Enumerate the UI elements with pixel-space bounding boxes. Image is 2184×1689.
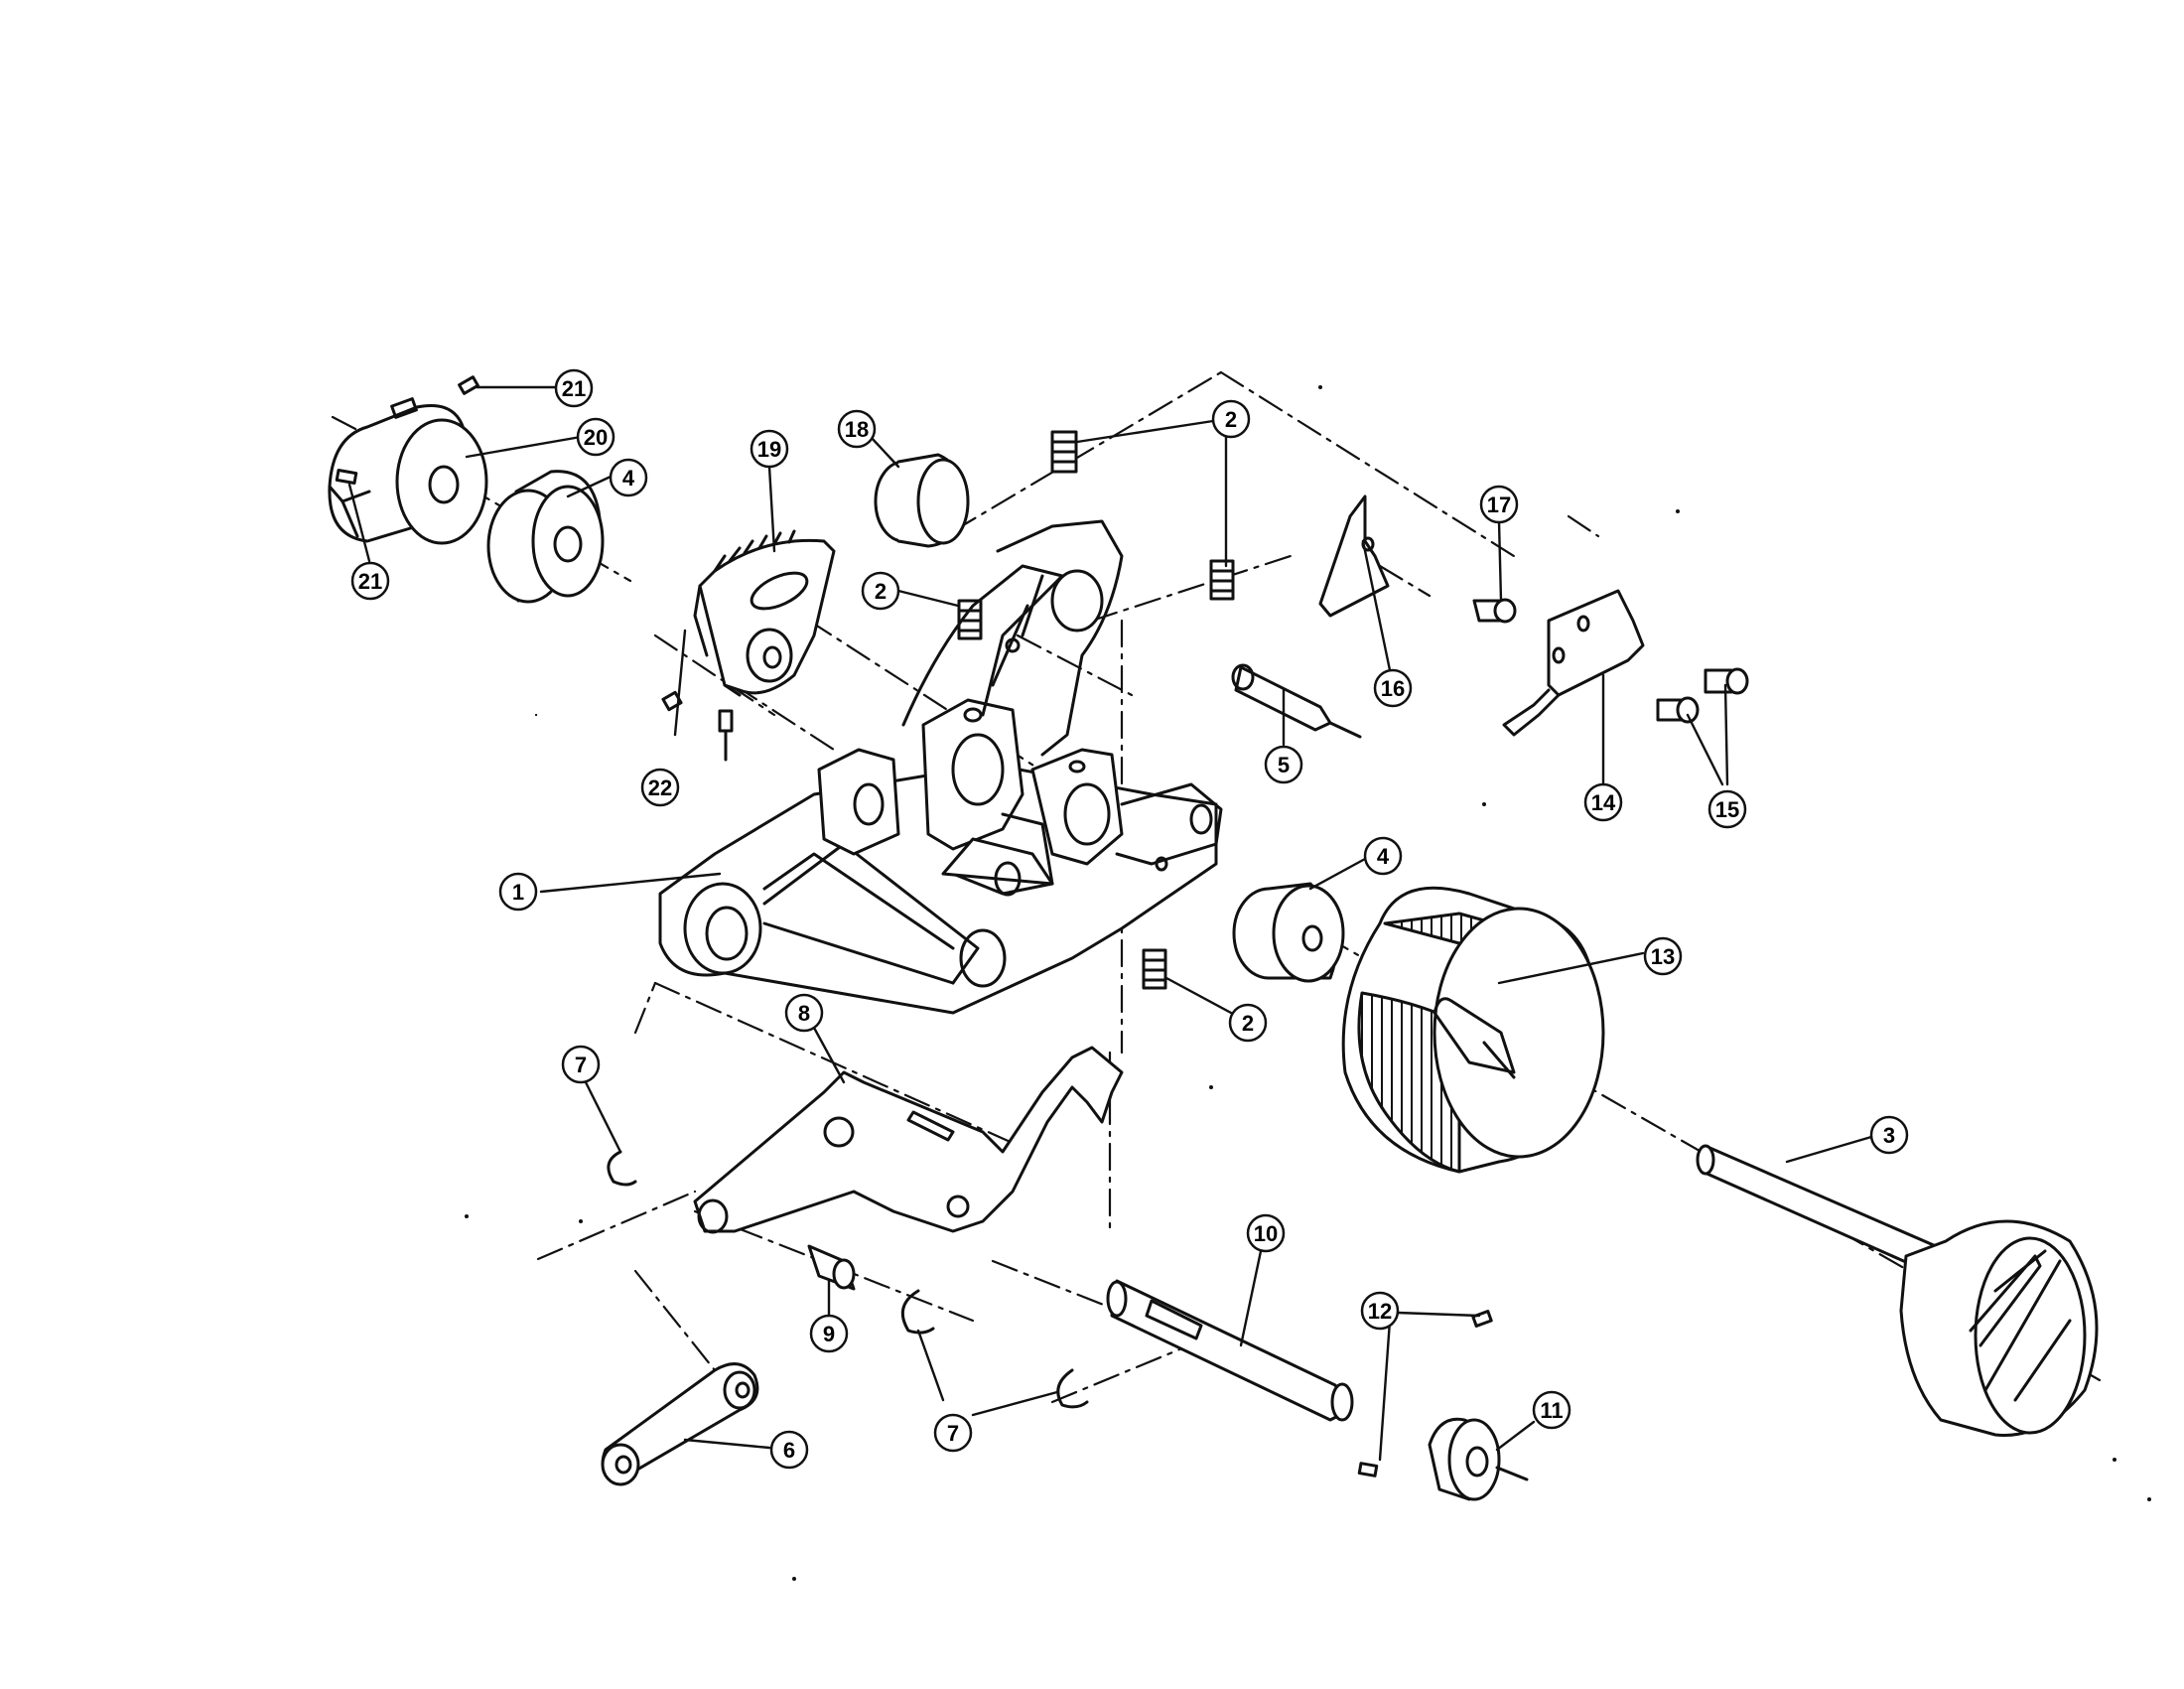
callout-11-label: 11 <box>1540 1398 1563 1423</box>
screw-part-17 <box>1472 598 1517 624</box>
scan-specks <box>465 385 2151 1581</box>
callout-2-low-label: 2 <box>1242 1011 1254 1036</box>
roller-part-4-top <box>486 470 605 604</box>
callout-3-label: 3 <box>1883 1123 1895 1148</box>
sector-lever-part-19 <box>693 529 836 697</box>
e-clip-part-7-left <box>607 1150 637 1187</box>
callout-3: 3 <box>1869 1115 1909 1155</box>
callout-6: 6 <box>769 1430 809 1470</box>
callout-5: 5 <box>1264 745 1303 784</box>
callout-1: 1 <box>498 872 538 912</box>
callout-19: 19 <box>750 429 789 469</box>
callout-2-top: 2 <box>1211 399 1251 439</box>
callout-7-left-label: 7 <box>575 1053 587 1077</box>
callout-20: 20 <box>576 417 615 457</box>
callout-21-top-label: 21 <box>562 376 586 401</box>
callout-22-label: 22 <box>648 775 672 800</box>
pin-part-9 <box>807 1244 856 1291</box>
callout-9: 9 <box>809 1314 849 1353</box>
callout-11: 11 <box>1532 1390 1571 1430</box>
callout-9-label: 9 <box>823 1322 835 1346</box>
callout-15: 15 <box>1707 789 1747 829</box>
callout-2-top-label: 2 <box>1225 407 1237 432</box>
callout-17-label: 17 <box>1487 493 1511 517</box>
screw-part-15 <box>1656 667 1749 724</box>
callout-21-left-label: 21 <box>358 569 382 594</box>
leader-lines <box>347 385 1873 1462</box>
spring-plunger-part-2-top <box>1050 430 1078 474</box>
callout-4-top-label: 4 <box>622 466 635 491</box>
bracket-part-16 <box>1318 494 1390 618</box>
callout-15-label: 15 <box>1715 797 1739 822</box>
knurled-drum-part-13 <box>1341 886 1605 1174</box>
callout-21-top: 21 <box>554 368 594 408</box>
bracket-part-14 <box>1502 589 1645 737</box>
callout-19-label: 19 <box>757 437 781 462</box>
callout-14: 14 <box>1583 782 1623 822</box>
collar-part-20 <box>328 397 488 545</box>
callout-7-right: 7 <box>933 1413 973 1453</box>
callout-16-label: 16 <box>1381 676 1405 701</box>
spring-plunger-part-2-mid <box>957 599 983 640</box>
set-screw-21-top <box>458 375 479 395</box>
screw-part-22 <box>661 690 734 762</box>
pin-part-5 <box>1231 663 1362 739</box>
bushing-part-18 <box>874 453 970 548</box>
callouts: 21 20 21 4 19 18 2 2 <box>350 368 1909 1470</box>
callout-13-label: 13 <box>1651 944 1675 969</box>
collar-part-11 <box>1428 1417 1529 1501</box>
shaft-part-10 <box>1106 1279 1354 1422</box>
callout-12: 12 <box>1360 1291 1400 1331</box>
spring-plunger-part-2-low <box>1142 948 1167 990</box>
set-screw-part-12 <box>1357 1310 1493 1478</box>
link-part-6 <box>601 1362 759 1486</box>
callout-21-left: 21 <box>350 561 390 601</box>
callout-10: 10 <box>1246 1213 1286 1253</box>
e-clip-part-7-right <box>1056 1368 1089 1409</box>
callout-4-top: 4 <box>609 458 648 497</box>
callout-2-mid: 2 <box>861 571 900 611</box>
callout-5-label: 5 <box>1278 753 1290 777</box>
callout-20-label: 20 <box>584 425 608 450</box>
callout-14-label: 14 <box>1591 790 1616 815</box>
callout-7-left: 7 <box>561 1045 601 1084</box>
callout-12-label: 12 <box>1368 1299 1392 1324</box>
callout-16: 16 <box>1373 668 1413 708</box>
callout-4-lower-label: 4 <box>1377 844 1390 869</box>
callout-4-lower: 4 <box>1363 836 1403 876</box>
callout-18-label: 18 <box>845 417 869 442</box>
callout-8: 8 <box>784 993 824 1033</box>
callout-1-label: 1 <box>512 880 524 905</box>
callout-7-right-label: 7 <box>947 1421 959 1446</box>
callout-17: 17 <box>1479 485 1519 524</box>
callout-8-label: 8 <box>798 1001 810 1026</box>
callout-10-label: 10 <box>1254 1221 1278 1246</box>
set-screw-21-left <box>335 469 358 485</box>
roller-part-4-lower <box>1232 882 1345 983</box>
shaft-knob-part-3 <box>1696 1144 2099 1437</box>
callout-13: 13 <box>1643 936 1683 976</box>
callout-6-label: 6 <box>783 1438 795 1463</box>
spring-plunger-part-2-right <box>1209 559 1235 601</box>
lever-arm-part-8 <box>693 1046 1124 1234</box>
main-frame-part-1 <box>658 519 1223 1015</box>
e-clip-part-7-mid <box>900 1289 935 1335</box>
callout-2-mid-label: 2 <box>875 579 887 604</box>
callout-22: 22 <box>640 768 680 807</box>
callout-18: 18 <box>837 409 877 449</box>
callout-2-low: 2 <box>1228 1003 1268 1043</box>
